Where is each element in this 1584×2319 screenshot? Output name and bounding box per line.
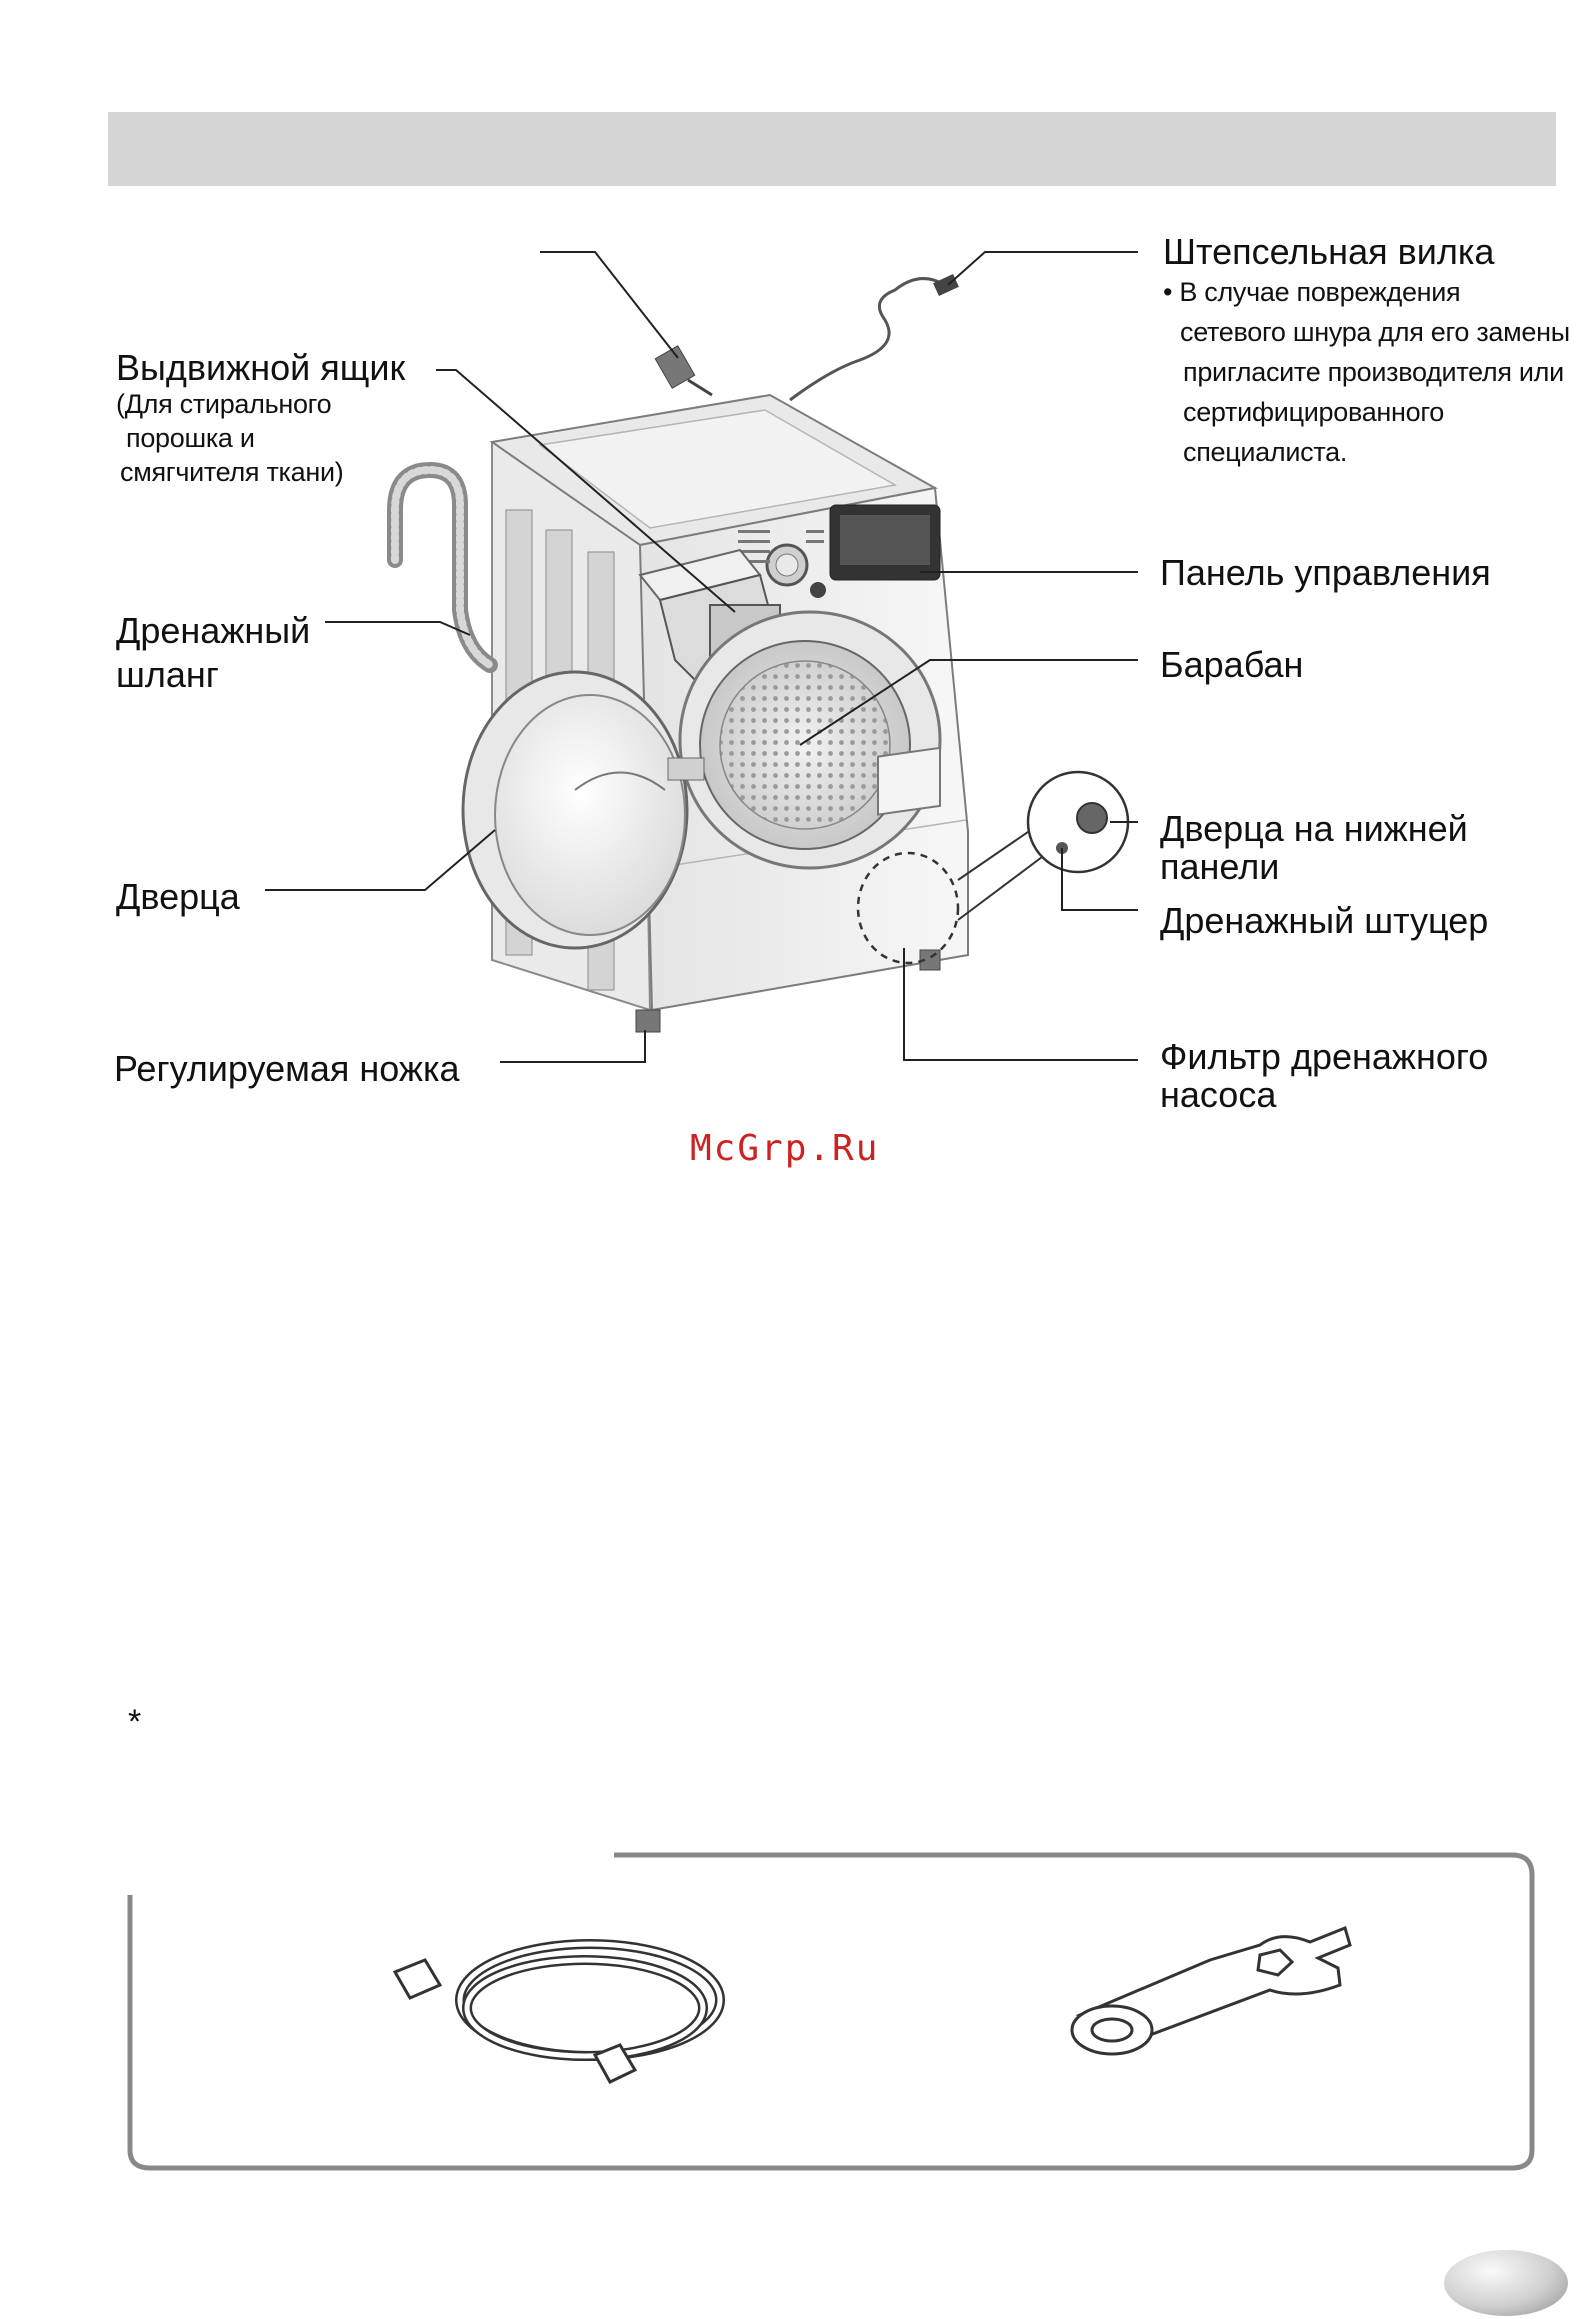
drum-label: Барабан (1160, 644, 1304, 685)
page-number-badge (1444, 2250, 1568, 2316)
drawer-label: Выдвижной ящик (116, 347, 406, 388)
control-panel-label: Панель управления (1160, 552, 1491, 593)
plug-note-line-3: пригласите производителя или (1183, 357, 1564, 387)
accessories-frame (127, 1852, 1535, 2171)
drain-plug-label: Дренажный штуцер (1160, 900, 1489, 941)
adjustable-foot-drawing (635, 1009, 661, 1033)
drawer-note-line-1: (Для стирального (116, 389, 332, 419)
pump-filter-label-line-2: насоса (1160, 1074, 1277, 1115)
door-label: Дверца (116, 876, 240, 917)
lower-panel-cover-drawing (877, 746, 941, 816)
section-header-bar (108, 112, 1556, 186)
pump-filter-label-line-1: Фильтр дренажного (1160, 1036, 1489, 1077)
watermark: McGrp.Ru (690, 1128, 880, 1169)
footnote-asterisk: * (128, 1703, 142, 1741)
lower-door-label-line-1: Дверца на нижней (1160, 808, 1468, 849)
leader-lines (265, 251, 1138, 1063)
control-panel-drawing (738, 504, 941, 598)
lower-door-label-line-2: панели (1160, 846, 1280, 887)
drawer-note-line-3: смягчителя ткани) (120, 457, 344, 487)
plug-label: Штепсельная вилка (1163, 231, 1495, 272)
plug-note-line-2: сетевого шнура для его замены (1180, 317, 1570, 347)
door-drawing (461, 670, 705, 950)
inlet-hose-accessory (392, 1939, 725, 2084)
plug-note-line-4: сертифицированного (1183, 397, 1445, 427)
inlet-connector-drawing (654, 345, 713, 397)
power-cord-drawing (789, 277, 946, 402)
adjustable-foot-label: Регулируемая ножка (114, 1048, 460, 1089)
drum-drawing (678, 610, 942, 870)
plug-note-line-1: • В случае повреждения (1163, 277, 1461, 307)
drawer-note-line-2: порошка и (126, 423, 255, 453)
drain-hose-drawing (387, 461, 498, 673)
drain-hose-label-line-2: шланг (116, 654, 219, 695)
drain-hose-label-line-1: Дренажный (116, 610, 311, 651)
spanner-accessory (1070, 1925, 1352, 2056)
plug-note-line-5: специалиста. (1183, 437, 1348, 467)
